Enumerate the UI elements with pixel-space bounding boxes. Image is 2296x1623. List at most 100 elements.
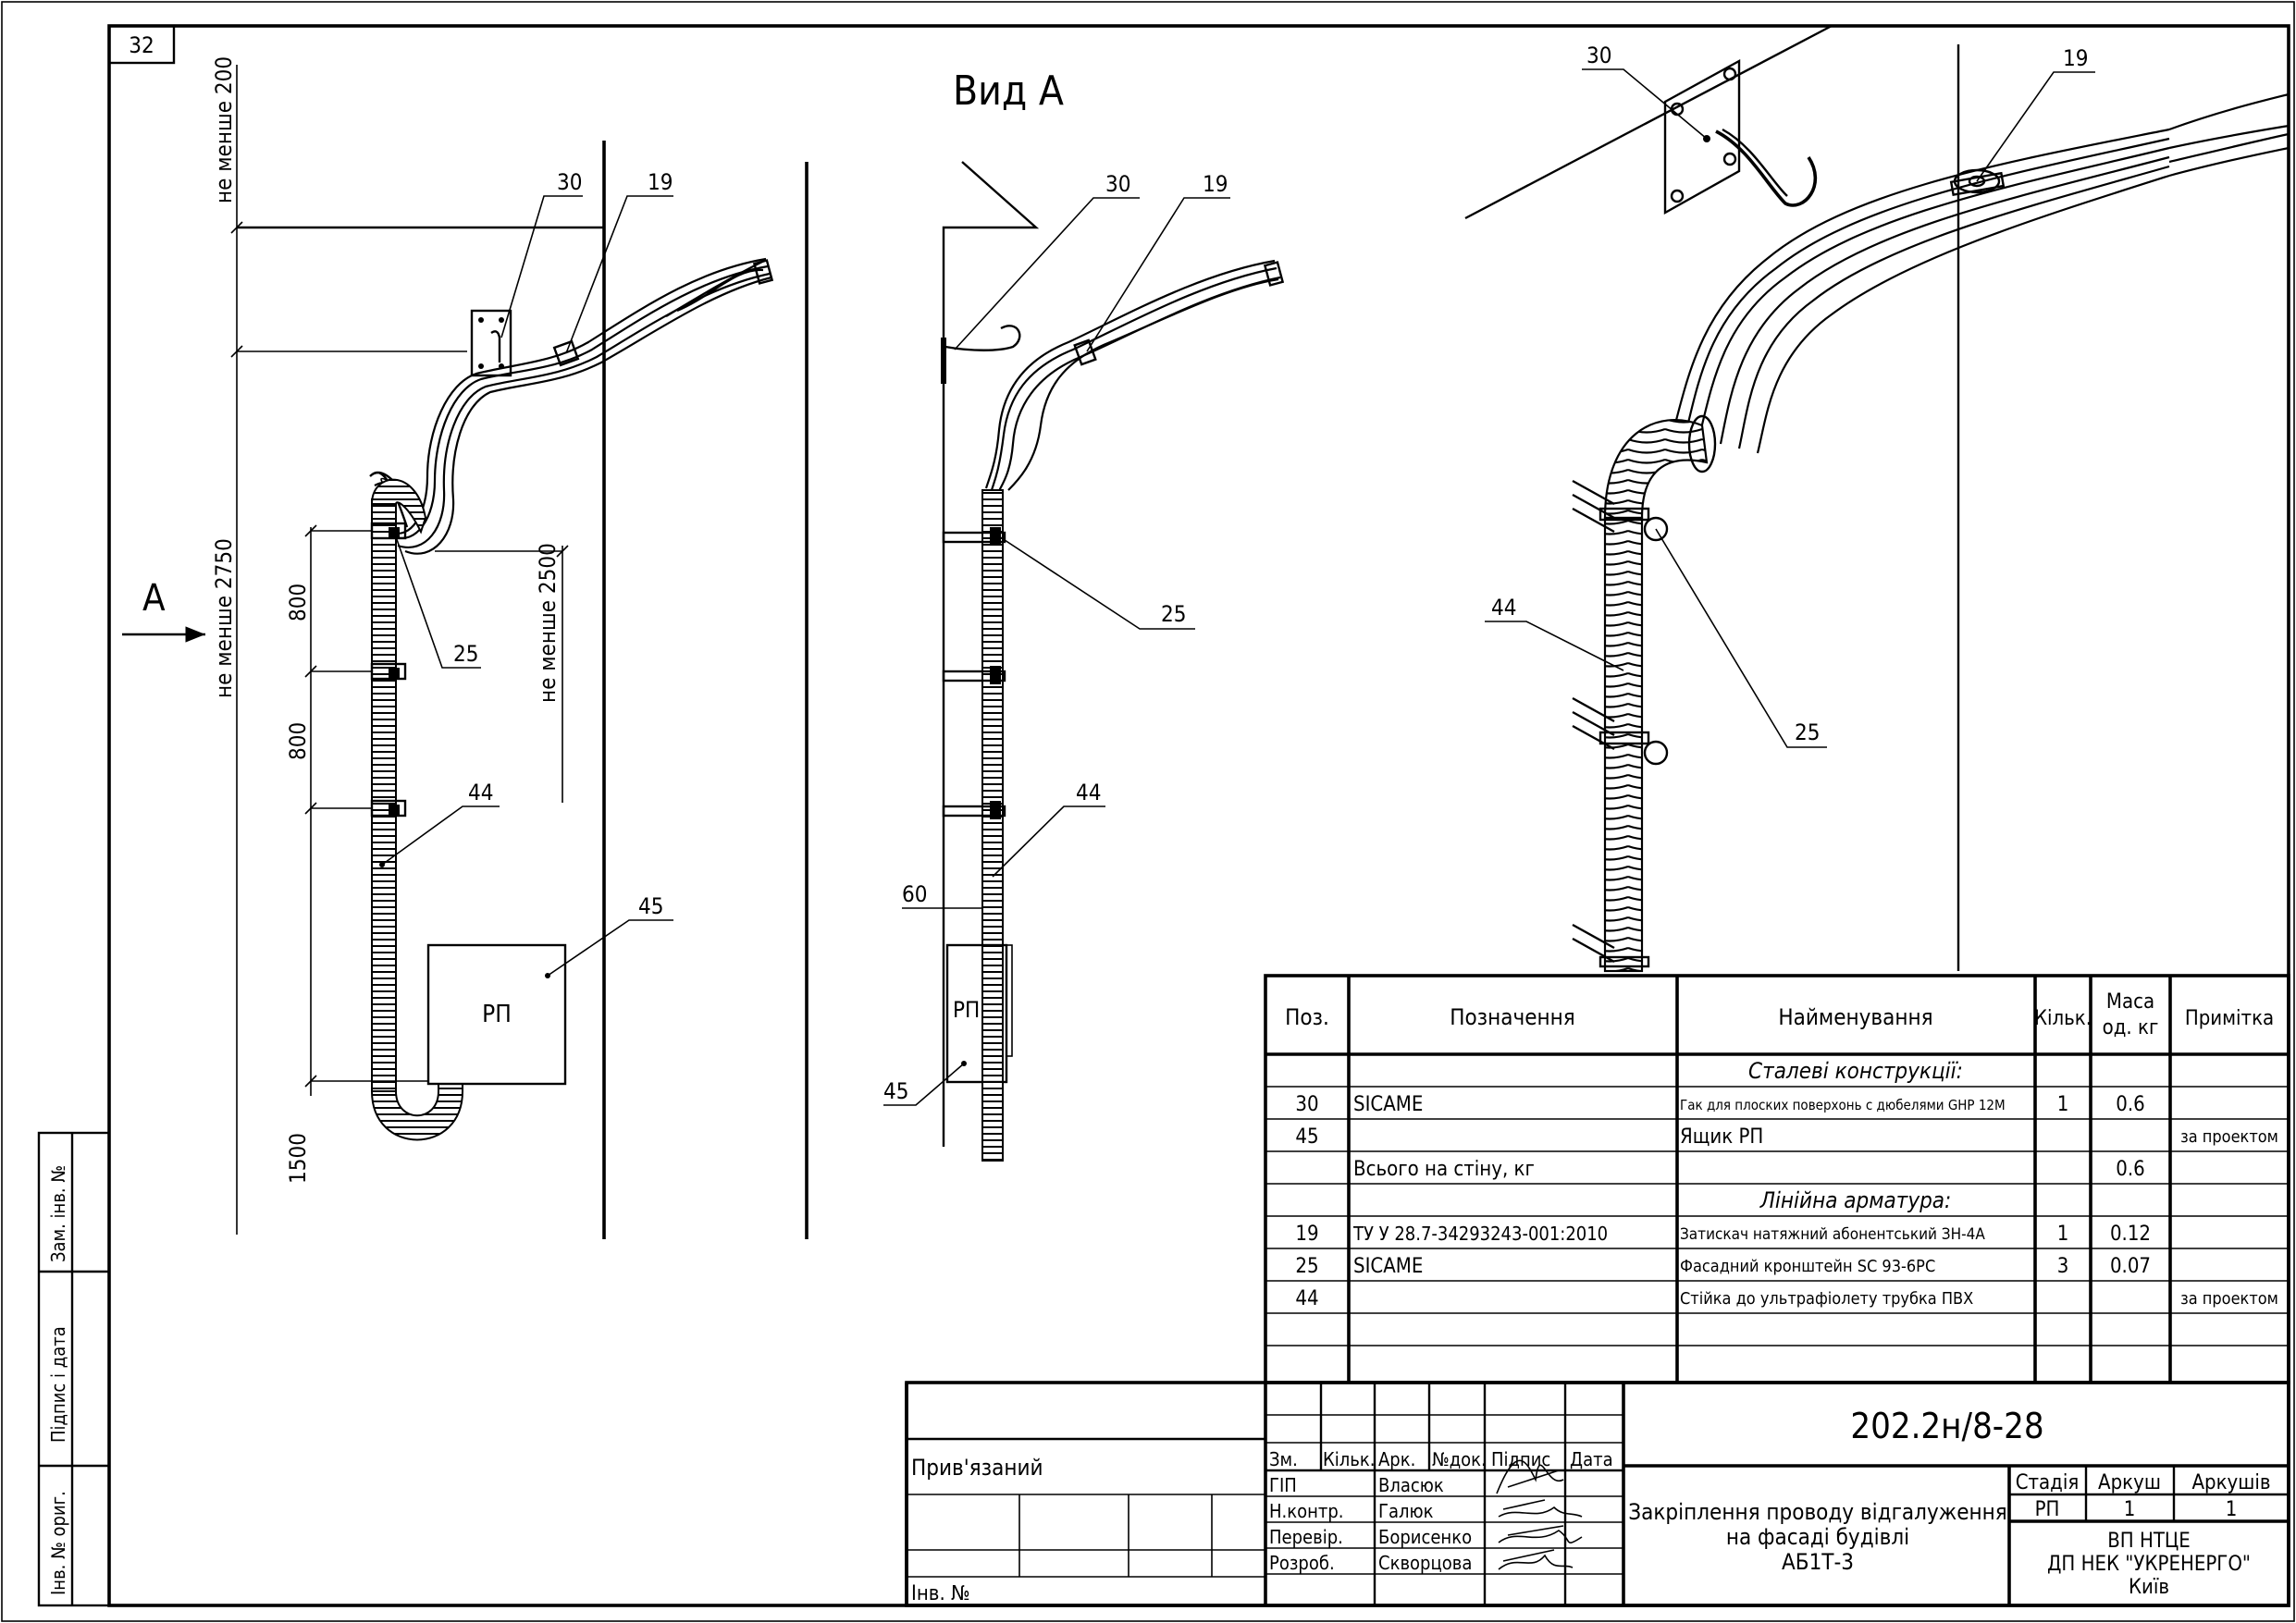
col-hdr-zm: Зм. [1269, 1448, 1298, 1470]
callout-30-detail: 30 [1586, 43, 1611, 68]
rp-box-label: РП [482, 1001, 512, 1028]
side-stamp: Зам. інв. № Підпис і дата Інв. № ориг. [37, 1131, 111, 1607]
role-nkontr: Н.контр. [1269, 1500, 1344, 1522]
dim-800-a: 800 [285, 584, 311, 621]
signatures [1496, 1459, 1583, 1570]
title-line-2: на фасаді будівлі [1726, 1524, 1909, 1550]
dim-800-b: 800 [285, 722, 311, 760]
stamp-replaced-inv: Зам. інв. № [47, 1165, 69, 1262]
stage-label: Стадія [2016, 1471, 2080, 1494]
row4-name: Лінійна арматура: [1759, 1187, 1952, 1213]
callout-19-front: 19 [648, 169, 673, 195]
rp-box-side-label: РП [953, 997, 980, 1023]
sheet-label: Аркуш [2098, 1471, 2161, 1494]
hdr-designation: Позначення [1450, 1004, 1575, 1030]
org-line-1: ВП НТЦЕ [2107, 1530, 2191, 1553]
doc-code: 202.2н/8-28 [1850, 1406, 2043, 1446]
view-title: Вид А [953, 68, 1064, 115]
col-hdr-kilk: Кільк. [1323, 1448, 1375, 1470]
row7-note: за проектом [2180, 1289, 2278, 1309]
row0-name: Сталеві конструкції: [1748, 1058, 1963, 1084]
row2-pos: 45 [1295, 1125, 1318, 1149]
callout-45-side: 45 [883, 1078, 908, 1104]
row3-designation: Всього на стіну, кг [1353, 1158, 1535, 1181]
org-line-3: Київ [2129, 1576, 2169, 1599]
row6-qty: 3 [2057, 1255, 2069, 1278]
org-line-2: ДП НЕК "УКРЕНЕРГО" [2047, 1553, 2251, 1576]
clamp-19-detail [1949, 168, 2006, 196]
pvc-tube-44-side [981, 489, 1004, 1157]
callout-25-side: 25 [1161, 601, 1186, 627]
sheets-label: Аркушів [2191, 1471, 2270, 1494]
title-block: Прив'язаний Інв. № Зм. Кільк. Арк. №док.… [905, 1381, 2290, 1607]
side-view: Вид А РП 60 30 19 25 [805, 68, 1285, 1239]
inner-frame [107, 24, 2290, 1607]
name-perevir: Борисенко [1378, 1526, 1472, 1548]
hdr-mass-1: Маса [2106, 990, 2154, 1014]
row7-name: Стійка до ультрафіолету трубка ПВХ [1680, 1289, 1973, 1309]
linked-label: Прив'язаний [911, 1455, 1043, 1481]
arrow-a-label: А [142, 577, 166, 620]
dim-60: 60 [902, 881, 927, 907]
row2-name: Ящик РП [1680, 1125, 1763, 1149]
bracket-25-detail [1572, 479, 1669, 968]
callout-45-front: 45 [638, 893, 663, 919]
callout-19-side: 19 [1203, 171, 1228, 197]
callout-44-side: 44 [1076, 780, 1101, 805]
name-nkontr: Галюк [1378, 1500, 1434, 1522]
row1-qty: 1 [2057, 1093, 2069, 1116]
front-view: РП не менше 200 не менше 2750 800 800 15… [122, 56, 774, 1239]
row2-note: за проектом [2180, 1127, 2278, 1147]
hdr-mass-2: од. кг [2103, 1016, 2159, 1039]
role-rozrob: Розроб. [1269, 1552, 1335, 1574]
dim-1500: 1500 [285, 1133, 311, 1184]
hdr-name: Найменування [1778, 1004, 1932, 1030]
row6-mass: 0.07 [2110, 1255, 2151, 1278]
row6-pos: 25 [1295, 1255, 1318, 1278]
hook-plate [470, 309, 512, 377]
stamp-inv-orig: Інв. № ориг. [47, 1491, 69, 1595]
callout-19-detail: 19 [2063, 45, 2088, 71]
inv-no-label: Інв. № [911, 1582, 970, 1605]
hdr-pos: Поз. [1285, 1004, 1329, 1030]
callout-30-front: 30 [557, 169, 582, 195]
callout-30-side: 30 [1105, 171, 1130, 197]
hdr-qty: Кільк. [2034, 1007, 2092, 1030]
role-gip: ГІП [1269, 1474, 1297, 1496]
col-hdr-data: Дата [1570, 1448, 1613, 1470]
hook-plate-detail [1663, 58, 1741, 215]
row6-designation: SICAME [1353, 1255, 1423, 1278]
name-gip: Власюк [1378, 1474, 1444, 1496]
title-line-3: АБ1Т-3 [1782, 1549, 1854, 1575]
col-hdr-ark: Арк. [1378, 1448, 1415, 1470]
row5-mass: 0.12 [2110, 1223, 2151, 1246]
col-hdr-pidpys: Підпис [1491, 1448, 1550, 1470]
detail-view: 30 19 25 44 [1464, 24, 2290, 973]
row1-name: Гак для плоских поверхонь с дюбелями GHP… [1680, 1097, 2006, 1113]
sheet-number: 32 [129, 32, 154, 58]
bracket-25-side [942, 527, 1006, 819]
row3-mass: 0.6 [2116, 1158, 2144, 1181]
role-perevir: Перевір. [1269, 1526, 1343, 1548]
callout-44-front: 44 [468, 780, 493, 805]
name-rozrob: Скворцова [1378, 1552, 1472, 1574]
dim-min200: не менше 200 [211, 56, 237, 203]
row7-pos: 44 [1295, 1287, 1318, 1310]
sheet-number-box [107, 24, 176, 65]
row5-pos: 19 [1295, 1223, 1318, 1246]
pvc-tube-44 [371, 498, 397, 1092]
callout-25-detail: 25 [1795, 719, 1820, 745]
hdr-note: Примітка [2185, 1007, 2274, 1030]
sheet-value: 1 [2124, 1498, 2136, 1521]
col-hdr-ndok: №док. [1432, 1448, 1487, 1470]
callout-44-detail: 44 [1491, 595, 1516, 621]
title-line-1: Закріплення проводу відгалуження [1628, 1499, 2006, 1525]
row1-mass: 0.6 [2116, 1093, 2144, 1116]
row5-qty: 1 [2057, 1223, 2069, 1246]
row1-pos: 30 [1295, 1093, 1318, 1116]
row5-designation: ТУ У 28.7-34293243-001:2010 [1352, 1223, 1608, 1245]
stamp-signature-date: Підпис і дата [47, 1326, 69, 1443]
stage-value: РП [2035, 1498, 2060, 1521]
